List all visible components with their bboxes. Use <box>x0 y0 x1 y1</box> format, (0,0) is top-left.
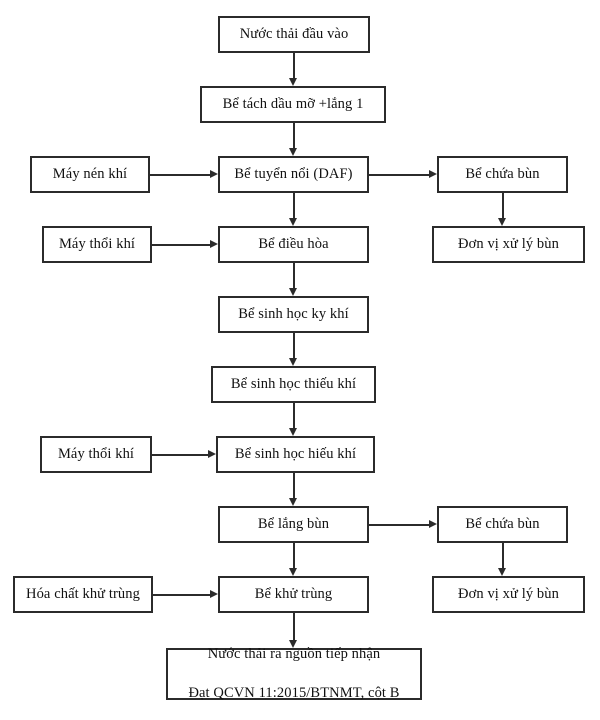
arrowhead-anoxic <box>288 358 297 366</box>
node-disinfectant[interactable]: Hóa chất khử trùng <box>13 576 153 613</box>
connector-sludge-tank-2-to-sludge-unit-2 <box>502 543 504 568</box>
connector-blower2-to-aerobic <box>152 454 208 456</box>
node-effluent-line-2: Đạt QCVN 11:2015/BTNMT, cột B <box>188 684 400 701</box>
node-disinfection-label: Bể khử trùng <box>254 586 333 603</box>
connector-aerobic-to-sludge-settling <box>293 473 295 498</box>
node-daf-label: Bể tuyển nổi (DAF) <box>234 166 353 183</box>
node-anoxic-label: Bể sinh học thiếu khí <box>230 376 357 393</box>
connector-air-compressor-to-daf <box>150 174 210 176</box>
arrowhead-effluent <box>288 640 297 648</box>
node-influent[interactable]: Nước thải đầu vào <box>218 16 370 53</box>
node-sludge-settling[interactable]: Bể lắng bùn <box>218 506 369 543</box>
node-air-compressor-label: Máy nén khí <box>52 166 128 183</box>
node-sludge-tank-1[interactable]: Bể chứa bùn <box>437 156 568 193</box>
connector-sludge-settling-to-disinfection <box>293 543 295 568</box>
connector-disinfectant-to-disinfection <box>153 594 210 596</box>
node-aerobic[interactable]: Bể sinh học hiếu khí <box>216 436 375 473</box>
arrowhead-sludge-unit-2 <box>497 568 506 576</box>
connector-daf-to-equalization <box>293 193 295 218</box>
arrowhead-sludge-tank-1 <box>429 170 437 178</box>
node-anoxic[interactable]: Bể sinh học thiếu khí <box>211 366 376 403</box>
node-sludge-tank-2[interactable]: Bể chứa bùn <box>437 506 568 543</box>
node-disinfection[interactable]: Bể khử trùng <box>218 576 369 613</box>
arrowhead-equalization-from-blower1 <box>210 240 218 248</box>
node-sludge-unit-2-label: Đơn vị xử lý bùn <box>458 586 559 603</box>
node-equalization-label: Bể điều hòa <box>258 236 329 253</box>
node-sludge-unit-1-label: Đơn vị xử lý bùn <box>458 236 559 253</box>
arrowhead-sludge-tank-2 <box>429 520 437 528</box>
node-blower-1-label: Máy thổi khí <box>58 236 136 253</box>
connector-sludge-tank-1-to-sludge-unit-1 <box>502 193 504 218</box>
node-aerobic-label: Bể sinh học hiếu khí <box>234 446 357 463</box>
node-air-compressor[interactable]: Máy nén khí <box>30 156 150 193</box>
connector-oil-separation-to-daf <box>293 123 295 148</box>
node-blower-2[interactable]: Máy thổi khí <box>40 436 152 473</box>
node-influent-label: Nước thải đầu vào <box>239 26 349 43</box>
node-effluent[interactable]: Nước thải ra nguồn tiếp nhận Đạt QCVN 11… <box>166 645 422 701</box>
node-sludge-unit-1[interactable]: Đơn vị xử lý bùn <box>432 226 585 263</box>
node-anaerobic-label: Bể sinh học ky khí <box>238 306 349 323</box>
arrowhead-aerobic <box>288 428 297 436</box>
node-sludge-tank-2-label: Bể chứa bùn <box>465 516 540 533</box>
arrowhead-daf-from-air-compressor <box>210 170 218 178</box>
node-oil-separation-label: Bể tách dầu mỡ +lắng 1 <box>222 96 364 113</box>
arrowhead-sludge-settling <box>288 498 297 506</box>
node-oil-separation[interactable]: Bể tách dầu mỡ +lắng 1 <box>200 86 386 123</box>
node-disinfectant-label: Hóa chất khử trùng <box>26 586 140 603</box>
arrowhead-equalization <box>288 218 297 226</box>
node-effluent-line-1: Nước thải ra nguồn tiếp nhận <box>207 645 381 662</box>
node-blower-2-label: Máy thổi khí <box>57 446 135 463</box>
arrowhead-anaerobic <box>288 288 297 296</box>
arrowhead-disinfection-from-disinfectant <box>210 590 218 598</box>
arrowhead-oil-separation <box>288 78 297 86</box>
node-sludge-unit-2[interactable]: Đơn vị xử lý bùn <box>432 576 585 613</box>
node-blower-1[interactable]: Máy thổi khí <box>42 226 152 263</box>
connector-anaerobic-to-anoxic <box>293 333 295 358</box>
arrowhead-aerobic-from-blower2 <box>208 450 216 458</box>
connector-blower1-to-equalization <box>152 244 210 246</box>
node-equalization[interactable]: Bể điều hòa <box>218 226 369 263</box>
connector-influent-to-oil-separation <box>293 53 295 78</box>
connector-equalization-to-anaerobic <box>293 263 295 288</box>
node-anaerobic[interactable]: Bể sinh học ky khí <box>218 296 369 333</box>
arrowhead-disinfection <box>288 568 297 576</box>
arrowhead-sludge-unit-1 <box>497 218 506 226</box>
connector-disinfection-to-effluent <box>293 613 295 640</box>
connector-daf-to-sludge-tank-1 <box>369 174 429 176</box>
arrowhead-daf <box>288 148 297 156</box>
connector-sludge-settling-to-sludge-tank-2 <box>369 524 429 526</box>
node-daf[interactable]: Bể tuyển nổi (DAF) <box>218 156 369 193</box>
node-sludge-settling-label: Bể lắng bùn <box>257 516 330 533</box>
node-sludge-tank-1-label: Bể chứa bùn <box>465 166 540 183</box>
connector-anoxic-to-aerobic <box>293 403 295 428</box>
